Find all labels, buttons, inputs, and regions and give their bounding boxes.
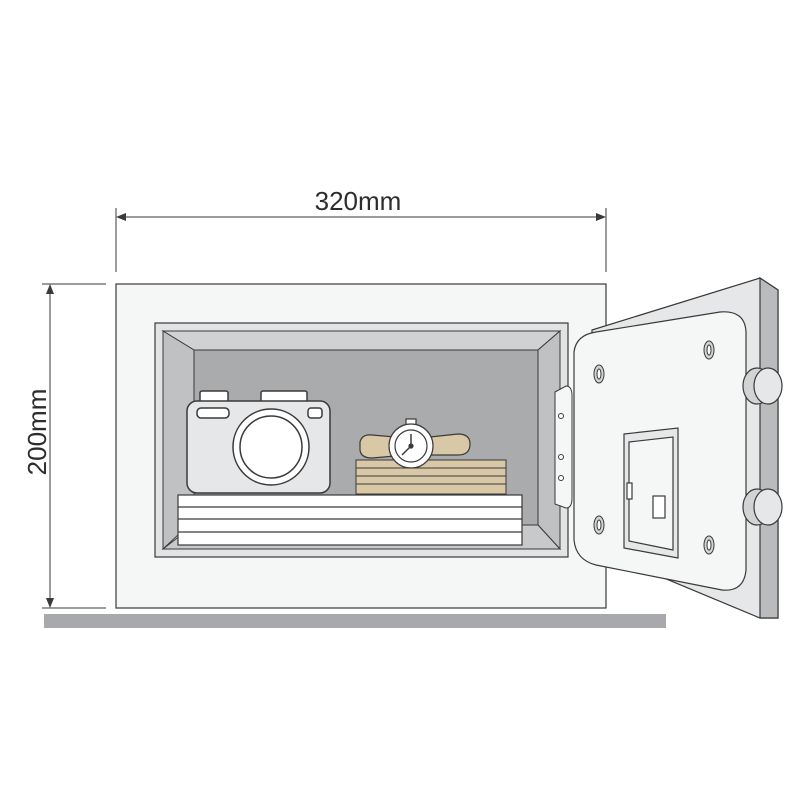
- arrowhead-left: [116, 213, 126, 221]
- screw-icon: [703, 535, 715, 555]
- locking-bolt-bottom: [742, 488, 783, 526]
- arrowhead-top: [46, 284, 54, 294]
- arrowhead-bottom: [46, 598, 54, 608]
- safe-door[interactable]: [573, 276, 783, 619]
- locking-bolt-top: [742, 367, 783, 405]
- wooden-box-icon: [355, 459, 507, 495]
- paper-stack-icon: [177, 494, 523, 546]
- door-hinge: [554, 385, 573, 509]
- floor-shelf: [44, 614, 666, 628]
- width-dimension: [115, 208, 607, 272]
- arrowhead-right: [596, 213, 606, 221]
- height-dimension: [42, 283, 106, 609]
- door-edge: [759, 276, 779, 619]
- keyhole-icon[interactable]: [652, 495, 666, 519]
- screw-icon: [703, 340, 715, 360]
- wristwatch-icon: [359, 418, 471, 469]
- height-label: 200mm: [22, 389, 52, 476]
- camera-icon: [186, 390, 331, 494]
- screw-icon: [593, 515, 605, 535]
- screw-icon: [593, 364, 605, 384]
- battery-latch: [626, 482, 633, 500]
- width-label: 320mm: [315, 186, 402, 216]
- lock-panel[interactable]: [623, 427, 679, 559]
- interior-top-bevel: [161, 330, 562, 351]
